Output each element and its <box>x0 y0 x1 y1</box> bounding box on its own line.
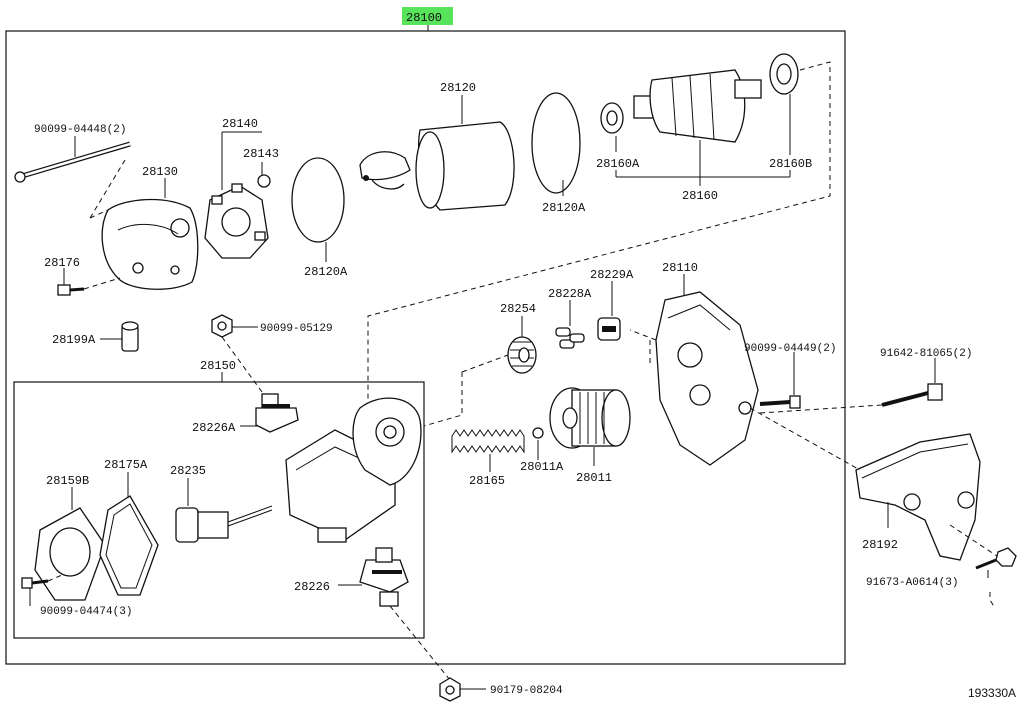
label-28165[interactable]: 28165 <box>469 474 505 488</box>
label-28192[interactable]: 28192 <box>862 538 898 552</box>
end-frame-28130 <box>101 198 199 290</box>
label-28226[interactable]: 28226 <box>294 580 330 594</box>
label-28011a[interactable]: 28011A <box>520 460 564 474</box>
drive-housing-28150 <box>285 397 422 543</box>
label-28160[interactable]: 28160 <box>682 189 718 203</box>
label-90099-04474[interactable]: 90099-04474(3) <box>40 606 132 618</box>
bolt-90099-04449 <box>759 395 801 409</box>
label-28143[interactable]: 28143 <box>243 147 279 161</box>
assembly-label[interactable]: 28100 <box>406 11 442 25</box>
armature-28160 <box>633 69 762 143</box>
plunger-28235 <box>175 505 273 543</box>
label-28120a-left[interactable]: 28120A <box>304 265 348 279</box>
label-90179-08204[interactable]: 90179-08204 <box>490 685 563 697</box>
subassembly-frame-28150 <box>13 381 425 639</box>
label-91642-81065[interactable]: 91642-81065(2) <box>880 348 972 360</box>
label-90099-05129[interactable]: 90099-05129 <box>260 323 333 335</box>
label-28254[interactable]: 28254 <box>500 302 536 316</box>
o-ring-28120a-right <box>531 92 581 194</box>
assembly-frame <box>5 30 846 665</box>
bearing-28160a <box>600 102 624 134</box>
retainer-28229a <box>597 317 621 341</box>
label-28160a[interactable]: 28160A <box>596 157 640 171</box>
label-28228a[interactable]: 28228A <box>548 287 592 301</box>
label-28160b[interactable]: 28160B <box>769 157 812 171</box>
pins-28228a <box>555 327 585 349</box>
spring-28165 <box>451 429 525 454</box>
bolt-91642-81065 <box>881 383 943 407</box>
label-91673-a0614[interactable]: 91673-A0614(3) <box>866 577 958 589</box>
cover-28159b <box>34 507 106 601</box>
label-28130[interactable]: 28130 <box>142 165 178 179</box>
diagram-reference-number: 193330A <box>968 686 1016 700</box>
label-28199a[interactable]: 28199A <box>52 333 96 347</box>
spring-28143 <box>257 174 271 188</box>
ball-28011a <box>532 427 544 439</box>
terminal-28226a <box>255 393 299 433</box>
clutch-28011 <box>549 387 631 449</box>
label-28110[interactable]: 28110 <box>662 261 698 275</box>
label-28140[interactable]: 28140 <box>222 117 258 131</box>
label-28159b[interactable]: 28159B <box>46 474 89 488</box>
brush-holder-28140 <box>204 183 269 259</box>
label-28011[interactable]: 28011 <box>576 471 612 485</box>
label-28235[interactable]: 28235 <box>170 464 206 478</box>
bolt-91673-a0614 <box>975 547 1017 570</box>
housing-28110 <box>655 291 759 466</box>
label-28176[interactable]: 28176 <box>44 256 80 270</box>
gear-28254 <box>507 336 537 374</box>
label-28150[interactable]: 28150 <box>200 359 236 373</box>
o-ring-28120a-left <box>291 157 345 243</box>
label-90099-04449[interactable]: 90099-04449(2) <box>744 343 836 355</box>
yoke-28120 <box>359 121 515 211</box>
gasket-28175a <box>99 495 159 596</box>
assembly-highlight[interactable] <box>402 7 453 25</box>
label-90099-04448[interactable]: 90099-04448(2) <box>34 124 126 136</box>
through-bolt <box>14 141 131 183</box>
label-28175a[interactable]: 28175A <box>104 458 148 472</box>
label-28120a-right[interactable]: 28120A <box>542 201 586 215</box>
cap-28199a <box>121 321 139 352</box>
label-28120[interactable]: 28120 <box>440 81 476 95</box>
screw-90099-04474 <box>21 577 49 589</box>
bracket-28192 <box>855 433 981 561</box>
label-28226a[interactable]: 28226A <box>192 421 236 435</box>
label-28229a[interactable]: 28229A <box>590 268 634 282</box>
screw-28176 <box>57 284 85 296</box>
bearing-28160b <box>769 53 799 95</box>
terminal-28226 <box>359 547 409 607</box>
